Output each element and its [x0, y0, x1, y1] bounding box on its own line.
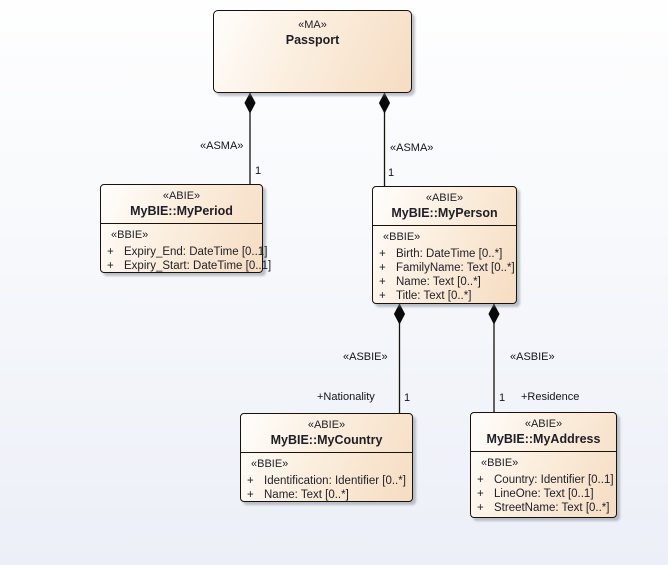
node-stereotype: «ABIE»: [307, 419, 346, 431]
node-header: «ABIE» MyBIE::MyAddress: [471, 413, 616, 451]
node-stereotype: «MA»: [298, 19, 327, 31]
composition-diamond-icon: [393, 303, 406, 325]
attr-text: Identification: Identifier [0..*]: [264, 475, 406, 487]
node-mybie-mycountry[interactable]: «ABIE» MyBIE::MyCountry «BBIE» + Identifi…: [240, 413, 413, 502]
node-header: «ABIE» MyBIE::MyPeriod: [101, 185, 262, 223]
node-name: MyBIE::MyPerson: [391, 206, 498, 220]
attr-visibility: +: [379, 276, 386, 288]
edge-stereotype-label: «ASMA»: [390, 142, 434, 154]
node-mybie-myperson[interactable]: «ABIE» MyBIE::MyPerson «BBIE» + Birth: Da…: [372, 186, 517, 304]
attribute-compartment: «BBIE» + Expiry_End: DateTime [0..1] + Exp…: [101, 223, 271, 276]
attr-visibility: +: [107, 260, 114, 272]
composition-diamond-icon: [244, 92, 256, 114]
attribute-row[interactable]: + Name: Text [0..*]: [379, 275, 513, 289]
attribute-row[interactable]: + Birth: DateTime [0..*]: [379, 247, 513, 261]
node-mybie-myaddress[interactable]: «ABIE» MyBIE::MyAddress «BBIE» + Country:…: [470, 412, 617, 518]
attr-text: Birth: DateTime [0..*]: [396, 248, 503, 260]
attr-text: Expiry_End: DateTime [0..1]: [124, 246, 268, 258]
edge-multiplicity-label: 1: [255, 165, 262, 177]
edge-role-label: +Nationality: [317, 391, 375, 403]
attr-text: Country: Identifier [0..1]: [494, 474, 614, 486]
connector-myperson-myaddress[interactable]: [488, 303, 500, 412]
edge-stereotype-label: «ASBIE»: [343, 351, 388, 363]
attr-stereotype: «BBIE»: [111, 229, 149, 241]
attr-text: Name: Text [0..*]: [396, 276, 481, 288]
attr-text: Name: Text [0..*]: [264, 489, 349, 501]
node-stereotype: «ABIE»: [425, 192, 464, 204]
node-name: MyBIE::MyAddress: [486, 432, 601, 446]
attr-text: Title: Text [0..*]: [396, 290, 472, 302]
attr-stereotype: «BBIE»: [383, 231, 421, 243]
composition-diamond-icon: [378, 92, 391, 114]
attribute-row[interactable]: + StreetName: Text [0..*]: [477, 501, 613, 515]
attribute-row[interactable]: + Title: Text [0..*]: [379, 289, 513, 303]
attr-visibility: +: [477, 488, 484, 500]
attr-stereotype: «BBIE»: [481, 457, 519, 469]
edge-multiplicity-label: 1: [388, 167, 395, 179]
node-header: «ABIE» MyBIE::MyCountry: [241, 414, 412, 452]
edge-stereotype-label: «ASMA»: [200, 140, 244, 152]
connector-myperson-mycountry[interactable]: [393, 303, 406, 413]
attribute-compartment: «BBIE» + Identification: Identifier [0..*…: [241, 452, 412, 505]
node-name: MyBIE::MyCountry: [270, 433, 383, 447]
edge-stereotype-label: «ASBIE»: [510, 351, 555, 363]
attr-visibility: +: [379, 262, 386, 274]
attr-visibility: +: [247, 475, 254, 487]
attribute-compartment: «BBIE» + Birth: DateTime [0..*] + FamilyNa…: [373, 225, 516, 306]
attribute-row[interactable]: + Country: Identifier [0..1]: [477, 473, 614, 487]
node-header: «MA» Passport: [214, 11, 411, 52]
attr-text: LineOne: Text [0..1]: [494, 488, 594, 500]
edge-role-label: +Residence: [521, 391, 580, 403]
attribute-row[interactable]: + Expiry_End: DateTime [0..1]: [107, 245, 267, 259]
connector-passport-myperiod[interactable]: [244, 92, 256, 184]
attr-visibility: +: [379, 248, 386, 260]
attr-visibility: +: [379, 290, 386, 302]
attr-text: Expiry_Start: DateTime [0..1]: [124, 260, 272, 272]
attribute-compartment: «BBIE» + Country: Identifier [0..1] + Line…: [471, 451, 616, 518]
node-name: Passport: [285, 33, 340, 47]
attr-stereotype: «BBIE»: [251, 458, 289, 470]
node-stereotype: «ABIE»: [524, 418, 563, 430]
attr-visibility: +: [107, 246, 114, 258]
node-mybie-myperiod[interactable]: «ABIE» MyBIE::MyPeriod «BBIE» + Expiry_En…: [100, 184, 271, 276]
attribute-row[interactable]: + Name: Text [0..*]: [247, 488, 409, 502]
composition-diamond-icon: [488, 303, 500, 325]
attr-visibility: +: [247, 489, 254, 501]
attr-text: StreetName: Text [0..*]: [494, 502, 610, 514]
attr-visibility: +: [477, 474, 484, 486]
node-passport[interactable]: «MA» Passport: [213, 10, 412, 93]
attribute-row[interactable]: + FamilyName: Text [0..*]: [379, 261, 515, 275]
edge-multiplicity-label: 1: [404, 392, 411, 404]
edge-multiplicity-label: 1: [499, 392, 506, 404]
node-name: MyBIE::MyPeriod: [130, 204, 233, 218]
attribute-row[interactable]: + Expiry_Start: DateTime [0..1]: [107, 259, 271, 273]
attribute-row[interactable]: + Identification: Identifier [0..*]: [247, 474, 409, 488]
attr-visibility: +: [477, 502, 484, 514]
node-header: «ABIE» MyBIE::MyPerson: [373, 187, 516, 225]
attribute-row[interactable]: + LineOne: Text [0..1]: [477, 487, 613, 501]
connector-passport-myperson[interactable]: [378, 92, 391, 186]
node-stereotype: «ABIE»: [162, 190, 201, 202]
attr-text: FamilyName: Text [0..*]: [396, 262, 515, 274]
